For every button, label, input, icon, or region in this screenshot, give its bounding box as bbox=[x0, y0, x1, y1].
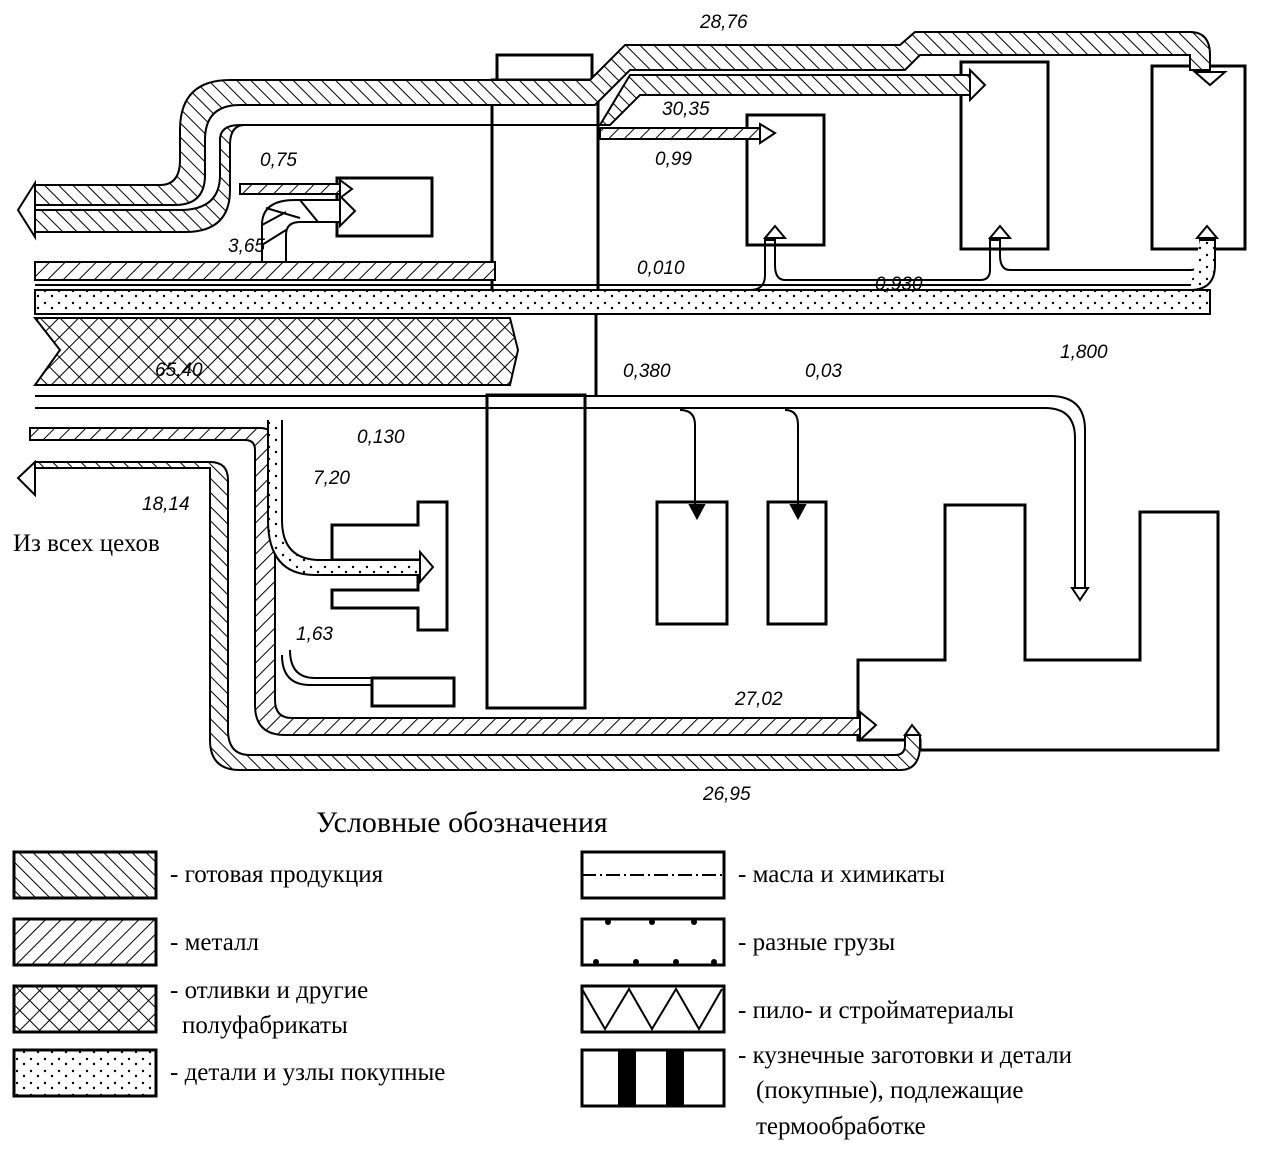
workshop-c bbox=[1150, 64, 1247, 251]
legend-label-castings: - отливки и другие bbox=[170, 977, 368, 1004]
legend-swatch-purchased-parts bbox=[12, 1048, 158, 1098]
legend-label-lumber: - пило- и стройматериалы bbox=[738, 997, 1014, 1024]
flow-label-purchased-b: 0,930 bbox=[875, 274, 923, 295]
flow-label-purchased-a: 0,010 bbox=[637, 258, 685, 279]
flow-label-lumber: 3,65 bbox=[228, 236, 265, 257]
legend-swatch-oils bbox=[580, 850, 726, 900]
workshop-e bbox=[766, 500, 828, 626]
flow-metal-trunk bbox=[34, 261, 496, 281]
legend-label-forgings: - кузнечные заготовки и детали bbox=[738, 1042, 1072, 1069]
assembly-shop bbox=[856, 503, 1220, 752]
source-caption: Из всех цехов bbox=[13, 530, 160, 557]
legend-label-purchased-parts: - детали и узлы покупные bbox=[170, 1059, 445, 1086]
legend-swatch-metal bbox=[12, 917, 158, 967]
flow-finished-products bbox=[16, 31, 1228, 241]
legend-label-metal: - металл bbox=[170, 929, 259, 956]
flow-label-out-finished: 18,14 bbox=[142, 494, 190, 515]
flow-label-finished-inner: 30,35 bbox=[662, 99, 710, 120]
flow-labels: 28,76 30,35 0,99 0,75 3,65 0,010 0,930 1… bbox=[142, 12, 1108, 805]
legend-label-oils: - масла и химикаты bbox=[738, 861, 945, 888]
flow-label-misc-c: 0,130 bbox=[357, 427, 405, 448]
legend-label-forgings-3: термообработке bbox=[756, 1113, 926, 1140]
central-bay-top bbox=[490, 78, 600, 297]
flow-label-castings: 65,40 bbox=[155, 360, 203, 381]
legend: Условные обозначения - готовая продукция… bbox=[12, 806, 1072, 1140]
flow-purchased-parts bbox=[34, 224, 1220, 315]
legend-swatch-forgings bbox=[580, 1048, 726, 1108]
flow-misc-cargo bbox=[35, 395, 1090, 602]
flow-label-misc-a: 0,380 bbox=[623, 361, 671, 382]
legend-title: Условные обозначения bbox=[316, 806, 608, 839]
workshop-d bbox=[655, 500, 729, 626]
flow-label-finished-return: 26,95 bbox=[702, 784, 751, 805]
flow-label-purchased-c: 1,800 bbox=[1060, 342, 1108, 363]
legend-swatch-castings bbox=[12, 984, 158, 1034]
legend-swatch-finished-products bbox=[12, 850, 158, 900]
flow-label-misc-b: 0,03 bbox=[805, 361, 842, 382]
flow-castings bbox=[32, 317, 520, 386]
shop-floor-plan bbox=[330, 53, 1247, 752]
flow-label-oils: 1,63 bbox=[296, 624, 333, 645]
legend-label-misc-cargo: - разные грузы bbox=[738, 929, 895, 956]
roof-block bbox=[495, 53, 594, 84]
legend-label-castings-2: полуфабрикаты bbox=[182, 1012, 348, 1039]
workshop-f bbox=[370, 676, 456, 708]
legend-label-forgings-2: (покупные), подлежащие bbox=[756, 1077, 1024, 1104]
flow-lumber bbox=[261, 193, 357, 266]
flow-label-misc-d: 7,20 bbox=[313, 468, 350, 489]
legend-swatch-misc-cargo bbox=[580, 917, 726, 967]
flow-oils bbox=[281, 649, 372, 686]
flow-misc-branch bbox=[267, 420, 435, 585]
legend-swatch-lumber bbox=[580, 984, 726, 1034]
flow-label-metal-return: 27,02 bbox=[734, 689, 783, 710]
central-bay-bottom bbox=[485, 393, 587, 710]
flow-label-finished-top: 28,76 bbox=[699, 12, 748, 33]
flow-label-metal-small: 0,75 bbox=[260, 150, 297, 171]
flow-label-metal-to-shop: 0,99 bbox=[655, 149, 692, 170]
legend-label-finished-products: - готовая продукция bbox=[170, 861, 384, 888]
flow-metal-thin bbox=[239, 122, 777, 200]
